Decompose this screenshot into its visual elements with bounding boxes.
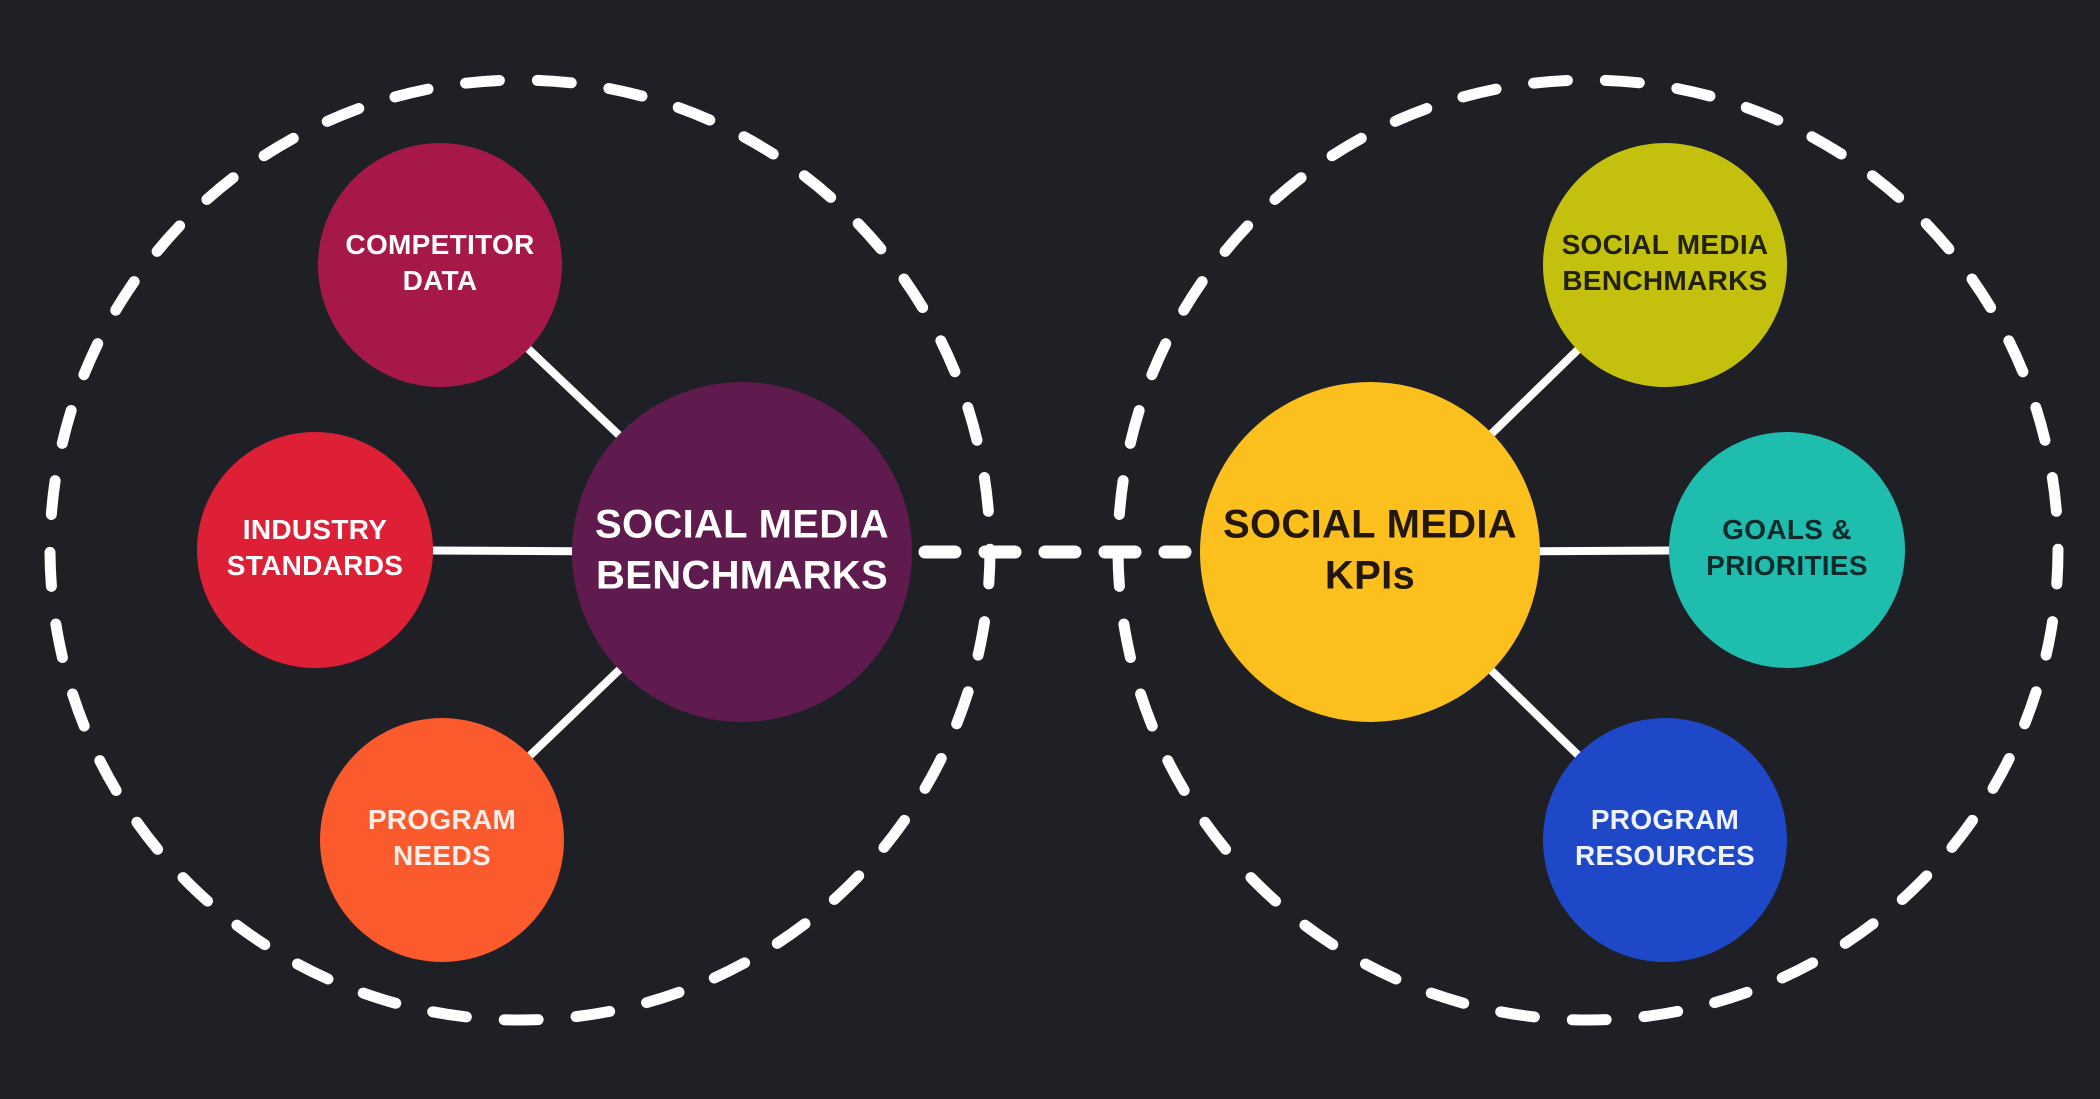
node-circle-industry-standards[interactable] <box>197 432 433 668</box>
node-label-line: PRIORITIES <box>1706 550 1868 581</box>
node-label-line: GOALS & <box>1722 514 1852 545</box>
node-label-line: SOCIAL MEDIA <box>1562 229 1769 260</box>
node-label-line: PROGRAM <box>1591 804 1739 835</box>
node-label-line: BENCHMARKS <box>1562 265 1767 296</box>
node-program-needs[interactable]: PROGRAM NEEDS <box>320 718 564 962</box>
node-label-line: INDUSTRY <box>243 514 388 545</box>
node-label-program-resources: PROGRAM RESOURCES <box>1575 804 1755 871</box>
node-label-line: COMPETITOR <box>345 229 534 260</box>
link-hub-right-to-social-media-benchmarks-right <box>1487 345 1582 438</box>
node-program-resources[interactable]: PROGRAM RESOURCES <box>1543 718 1787 962</box>
node-circle-hub-right[interactable] <box>1200 382 1540 722</box>
link-hub-right-to-goals-and-priorities <box>1537 546 1672 556</box>
node-circle-program-needs[interactable] <box>320 718 564 962</box>
link-hub-left-to-industry-standards <box>430 546 575 556</box>
node-industry-standards[interactable]: INDUSTRY STANDARDS <box>197 432 433 668</box>
node-label-industry-standards: INDUSTRY STANDARDS <box>227 514 403 581</box>
node-circle-social-media-benchmarks-right[interactable] <box>1543 143 1787 387</box>
node-circle-competitor-data[interactable] <box>318 143 562 387</box>
node-label-hub-right: SOCIAL MEDIA KPIs <box>1223 502 1517 597</box>
connector-links <box>430 344 1672 760</box>
node-label-line: DATA <box>403 265 478 296</box>
node-label-competitor-data: COMPETITOR DATA <box>345 229 534 296</box>
node-social-media-benchmarks-right[interactable]: SOCIAL MEDIA BENCHMARKS <box>1543 143 1787 387</box>
node-label-goals-and-priorities: GOALS & PRIORITIES <box>1706 514 1868 581</box>
node-label-line: SOCIAL MEDIA <box>1223 502 1517 546</box>
node-hub-right[interactable]: SOCIAL MEDIA KPIs <box>1200 382 1540 722</box>
node-circle-goals-and-priorities[interactable] <box>1669 432 1905 668</box>
link-hub-right-to-program-resources <box>1487 666 1582 760</box>
node-label-program-needs: PROGRAM NEEDS <box>368 804 516 871</box>
link-hub-left-to-competitor-data <box>524 344 623 440</box>
node-hub-left[interactable]: SOCIAL MEDIA BENCHMARKS <box>572 382 912 722</box>
node-label-line: SOCIAL MEDIA <box>595 502 889 546</box>
node-label-line: BENCHMARKS <box>596 553 888 597</box>
node-circles: COMPETITOR DATA INDUSTRY STANDARDS PROGRAM NE… <box>197 143 1905 962</box>
node-label-line: KPIs <box>1325 553 1415 597</box>
node-label-line: PROGRAM <box>368 804 516 835</box>
link-hub-left-to-program-needs <box>525 665 624 760</box>
node-competitor-data[interactable]: COMPETITOR DATA <box>318 143 562 387</box>
node-label-line: NEEDS <box>393 840 491 871</box>
node-circle-hub-left[interactable] <box>572 382 912 722</box>
node-label-line: RESOURCES <box>1575 840 1755 871</box>
node-circle-program-resources[interactable] <box>1543 718 1787 962</box>
node-label-social-media-benchmarks-right: SOCIAL MEDIA BENCHMARKS <box>1562 229 1769 296</box>
node-goals-and-priorities[interactable]: GOALS & PRIORITIES <box>1669 432 1905 668</box>
node-label-line: STANDARDS <box>227 550 403 581</box>
node-label-hub-left: SOCIAL MEDIA BENCHMARKS <box>595 502 889 597</box>
